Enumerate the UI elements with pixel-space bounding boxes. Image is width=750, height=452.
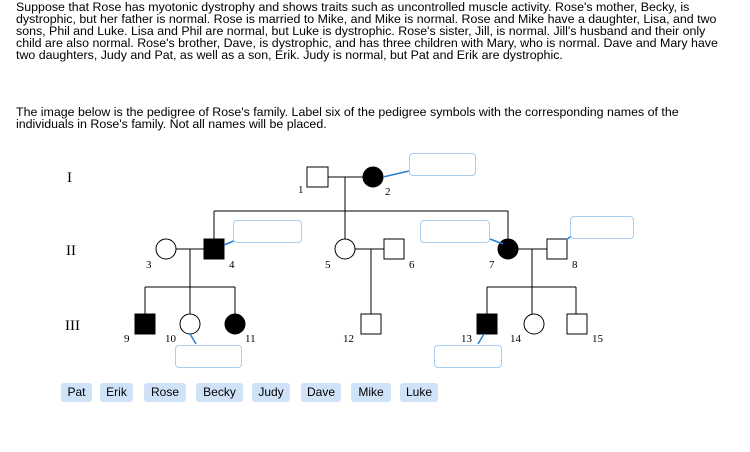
individual-number-15: 15 (592, 333, 604, 345)
leader-line-10 (189, 333, 197, 345)
name-chip-becky[interactable]: Becky (196, 383, 243, 402)
individual-11-affected-female (224, 313, 246, 335)
individual-number-3: 3 (146, 259, 152, 271)
individual-5-unaffected-female (334, 238, 356, 260)
individual-number-13: 13 (461, 333, 473, 345)
individual-number-2: 2 (385, 186, 391, 198)
name-chip-rose[interactable]: Rose (144, 383, 186, 402)
question-paragraph-2: The image below is the pedigree of Rose'… (16, 105, 679, 131)
individual-number-1: 1 (298, 184, 304, 196)
name-chip-judy[interactable]: Judy (252, 383, 290, 402)
individual-number-14: 14 (510, 333, 522, 345)
drop-zone-individual-2[interactable] (409, 153, 476, 176)
individual-2-affected-female (362, 166, 384, 188)
name-chip-mike[interactable]: Mike (351, 383, 391, 402)
drop-zone-individual-8[interactable] (570, 216, 634, 239)
individual-9-affected-male (134, 313, 156, 335)
individual-3-unaffected-female (155, 238, 177, 260)
individual-number-6: 6 (409, 259, 415, 271)
leader-lines (189, 170, 575, 345)
name-chip-luke[interactable]: Luke (400, 383, 438, 402)
generation-label-1: I (67, 170, 72, 186)
individual-8-unaffected-male (546, 238, 568, 260)
drop-zone-individual-10[interactable] (175, 345, 242, 368)
generation-label-3: III (65, 318, 80, 334)
individual-13-affected-male (476, 313, 498, 335)
pedigree-lines (144, 176, 577, 314)
individual-12-unaffected-male (360, 313, 382, 335)
generation-labels: I II III (65, 170, 80, 334)
leader-line-2 (382, 170, 410, 178)
name-chip-dave[interactable]: Dave (301, 383, 341, 402)
individual-number-4: 4 (229, 259, 235, 271)
individual-number-7: 7 (489, 259, 495, 271)
drop-zone-individual-13[interactable] (434, 345, 502, 368)
individual-7-affected-female (497, 238, 519, 260)
leader-line-13 (477, 333, 485, 345)
individual-number-12: 12 (343, 333, 354, 345)
individual-number-8: 8 (572, 259, 578, 271)
name-chip-erik[interactable]: Erik (100, 383, 133, 402)
individual-15-unaffected-male (566, 313, 588, 335)
individual-6-unaffected-male (383, 238, 405, 260)
leader-line-7 (489, 238, 504, 245)
drop-zone-individual-4[interactable] (233, 220, 302, 243)
individual-number-11: 11 (245, 333, 256, 345)
individual-14-unaffected-female (523, 313, 545, 335)
individual-number-10: 10 (165, 333, 177, 345)
individual-4-affected-male (203, 238, 225, 260)
name-chip-pat[interactable]: Pat (61, 383, 92, 402)
individual-1-unaffected-male (306, 166, 329, 188)
drop-zone-individual-7[interactable] (420, 220, 490, 243)
individual-10-unaffected-female (179, 313, 201, 335)
individual-number-5: 5 (325, 259, 331, 271)
individual-number-9: 9 (124, 333, 130, 345)
generation-label-2: II (66, 243, 76, 259)
question-paragraph-1: Suppose that Rose has myotonic dystrophy… (16, 0, 718, 62)
